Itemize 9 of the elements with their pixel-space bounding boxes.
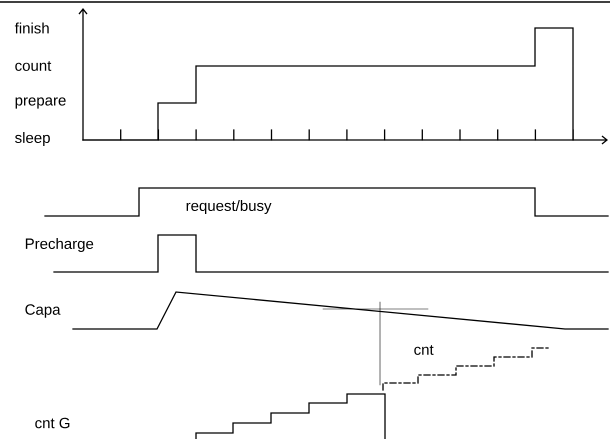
state-label: count	[15, 61, 52, 71]
signal-label: Precharge	[26, 238, 94, 252]
signal-label: cnt	[414, 345, 434, 355]
signal-label: Capa	[25, 304, 60, 318]
state-label: prepare	[16, 97, 66, 109]
state-label: finish	[14, 22, 49, 34]
signal-label: request/busy	[186, 200, 272, 214]
signal-label: cnt G	[35, 418, 70, 428]
state-label: sleep	[15, 132, 50, 146]
